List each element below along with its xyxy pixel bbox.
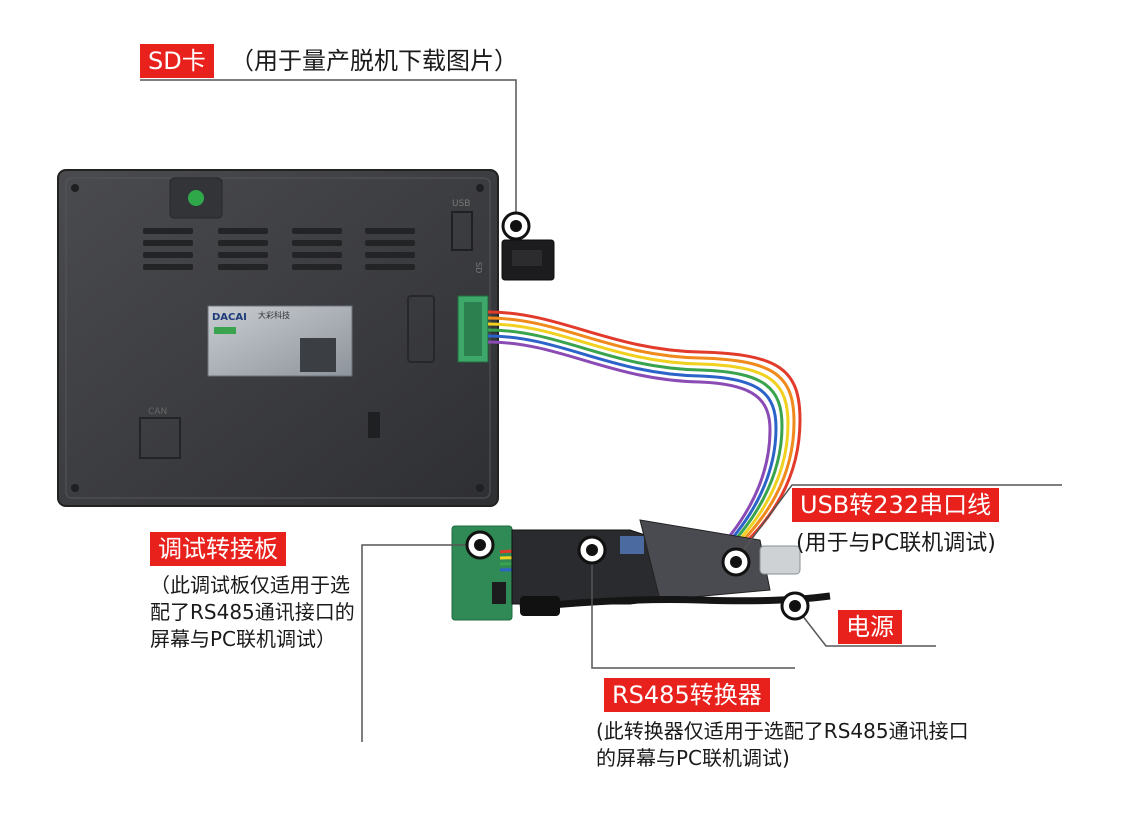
vent-grille <box>143 228 415 270</box>
leader-line-rs485 <box>591 550 795 669</box>
marker-rs485 <box>577 535 607 565</box>
marker-sd <box>501 211 531 241</box>
hmi-back-panel <box>57 169 499 507</box>
marker-usb232 <box>721 547 751 577</box>
brand-cn-marking: 大彩科技 <box>258 310 290 320</box>
can-marking: CAN <box>148 407 167 417</box>
power-plug <box>520 596 560 616</box>
product-label <box>207 305 353 377</box>
sd-card-note: （用于量产脱机下载图片） <box>230 47 518 75</box>
debug-board-label: 调试转接板 <box>150 532 286 566</box>
screw-hole <box>71 484 79 492</box>
can-port-outline <box>139 417 181 459</box>
brand-marking: DACAI <box>212 312 247 323</box>
marker-power <box>780 591 810 621</box>
screw-hole <box>71 184 79 192</box>
rs485-label: RS485转换器 <box>604 678 770 712</box>
usb-port <box>451 211 473 251</box>
rs485-converter-device <box>511 529 661 605</box>
leader-line-usb232 <box>735 484 1062 561</box>
debug-board-note: （此调试板仅适用于选配了RS485通讯接口的屏幕与PC联机调试） <box>150 573 355 651</box>
callout-markers <box>465 211 810 621</box>
marker-debug-board <box>465 530 495 560</box>
screw-hole <box>476 184 484 192</box>
power-label: 电源 <box>838 610 902 644</box>
leader-line-debug-board <box>361 544 480 742</box>
db9-connector <box>639 519 801 601</box>
usb232-label: USB转232串口线 <box>792 488 1000 522</box>
screw-hole <box>476 484 484 492</box>
leader-line-power <box>794 605 936 647</box>
leader-line-sd <box>140 79 517 222</box>
usb232-note: (用于与PC联机调试) <box>796 531 996 556</box>
rs485-note: (此转换器仅适用于选配了RS485通讯接口的屏幕与PC联机调试) <box>596 719 969 770</box>
usb-marking: USB <box>452 199 470 209</box>
sd-card <box>501 239 555 281</box>
sd-card-label: SD卡 <box>140 44 214 78</box>
serial-connector <box>457 295 489 363</box>
ribbon-cable <box>487 310 802 560</box>
leader-lines <box>140 79 1062 742</box>
sd-marking: SD <box>474 262 483 273</box>
status-led <box>188 190 204 206</box>
